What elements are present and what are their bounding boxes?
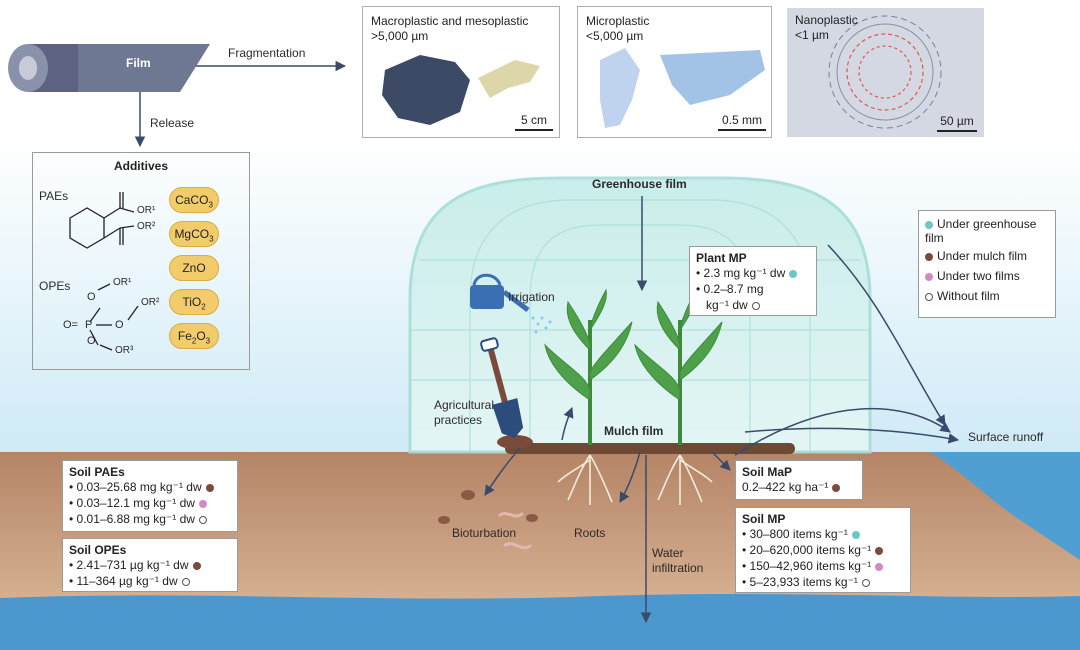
paes-label: PAEs [39,189,69,203]
legend-item: Under mulch film [925,249,1049,263]
runoff-arrow-top [827,244,946,426]
ope-atom-o: O [87,335,96,347]
soil-map-title: Soil MaP [742,465,793,479]
ope-atom-o: O [87,291,96,303]
soil-paes-row: • 0.03–12.1 mg kg⁻¹ dw [69,495,231,511]
additive-pill: CaCO3 [169,187,219,213]
soil-mp-row: • 5–23,933 items kg⁻¹ [742,574,904,590]
opes-label: OPEs [39,279,71,293]
panel-size: <1 µm [795,28,829,42]
legend-item: Under greenhouse film [925,217,1037,245]
panel-size: >5,000 µm [371,29,429,43]
soil-paes-box: Soil PAEs • 0.03–25.68 mg kg⁻¹ dw • 0.03… [62,460,238,532]
soil-mp-row: • 150–42,960 items kg⁻¹ [742,558,904,574]
soil-map-box: Soil MaP 0.2–422 kg ha⁻¹ [735,460,863,500]
fragmentation-label: Fragmentation [228,46,306,60]
pae-substituent: OR¹ [137,205,156,216]
microplastic-image [600,48,765,128]
pae-substituent: OR² [137,221,156,232]
soil-paes-row: • 0.01–6.88 mg kg⁻¹ dw [69,511,231,527]
bioturbation-label: Bioturbation [452,526,517,540]
soil-opes-row: • 2.41–731 µg kg⁻¹ dw [69,557,231,573]
legend-swatch [925,253,933,261]
plant-roots [557,454,713,505]
soil-mp-row: • 20–620,000 items kg⁻¹ [742,542,904,558]
plant-mp-row: • 2.3 mg kg⁻¹ dw [696,265,810,281]
microplastic-panel: Microplastic <5,000 µm 0.5 mm [577,6,772,138]
film-label: Film [126,56,151,70]
legend-swatch [925,293,933,301]
ope-atom-eq: O= [63,319,78,331]
ope-structure [89,283,139,351]
scale-bar: 50 µm [937,114,977,132]
film-roll [8,44,210,92]
shovel [480,337,524,439]
scale-bar: 5 cm [515,113,553,131]
soil-mp-row: • 30–800 items kg⁻¹ [742,526,904,542]
nanoplastic-panel: Nanoplastic <1 µm 50 µm [787,8,984,137]
legend-swatch [925,273,933,281]
mulch-film-label: Mulch film [604,424,664,438]
runoff-arrow-bottom [734,407,951,456]
additives-box: Additives PAEs OPEs OR¹ OR² OR¹ OR² OR³ … [32,152,250,370]
runoff-arrow-mid [744,427,960,444]
legend-box: Under greenhouse film Under mulch film U… [918,210,1056,318]
panel-title: Microplastic [586,14,650,28]
bioturbation-worms [498,512,532,550]
nanoplastic-image [787,8,984,137]
panel-title: Nanoplastic [795,13,858,27]
map-arrow [711,451,731,471]
plant-mp-row: kg⁻¹ dw [696,297,810,313]
greenhouse-film-label: Greenhouse film [592,177,687,191]
plant-mp-box: Plant MP • 2.3 mg kg⁻¹ dw • 0.2–8.7 mg k… [689,246,817,316]
soil-map-row: 0.2–422 kg ha⁻¹ [742,479,856,495]
additives-title: Additives [113,159,168,173]
scale-bar: 0.5 mm [718,113,766,131]
release-label: Release [150,116,195,130]
ope-substituent: OR¹ [113,277,132,288]
macroplastic-image [382,55,540,125]
soil-opes-row: • 11–364 µg kg⁻¹ dw [69,573,231,589]
additive-pill: TiO2 [169,289,219,315]
panel-size: <5,000 µm [586,29,644,43]
soil-paes-title: Soil PAEs [69,465,125,479]
pae-structure [69,192,135,249]
macroplastic-panel: Macroplastic and mesoplastic >5,000 µm 5… [362,6,560,138]
practices-arrow [561,407,574,441]
ope-atom-p: P [85,319,93,331]
legend-item: Under two films [925,269,1049,283]
surface-runoff-label: Surface runoff [968,430,1044,444]
legend-swatch [925,221,933,229]
roots-label: Roots [574,526,606,540]
groundwater [0,594,1080,650]
additive-pill: Fe2O3 [169,323,219,349]
panel-title: Macroplastic and mesoplastic [371,14,529,28]
corn-plants [544,288,723,445]
watering-can [470,273,552,334]
ope-substituent: OR² [141,297,160,308]
legend-item: Without film [925,289,1049,303]
soil-opes-box: Soil OPEs • 2.41–731 µg kg⁻¹ dw • 11–364… [62,538,238,592]
bioturbation-arrow [484,447,521,496]
plant-mp-title: Plant MP [696,251,747,265]
soil-mp-box: Soil MP • 30–800 items kg⁻¹ • 20–620,000… [735,507,911,593]
roots-arrow [619,451,641,503]
soil-opes-title: Soil OPEs [69,543,127,557]
soil-mp-title: Soil MP [742,512,786,526]
plant-mp-row: • 0.2–8.7 mg [696,282,764,296]
mulch-film-strip [505,443,795,454]
irrigation-label: Irrigation [508,290,555,304]
ope-atom-o: O [115,319,124,331]
additive-pill: MgCO3 [169,221,219,247]
soil-paes-row: • 0.03–25.68 mg kg⁻¹ dw [69,479,231,495]
additive-pill: ZnO [169,255,219,281]
ope-substituent: OR³ [115,345,134,356]
